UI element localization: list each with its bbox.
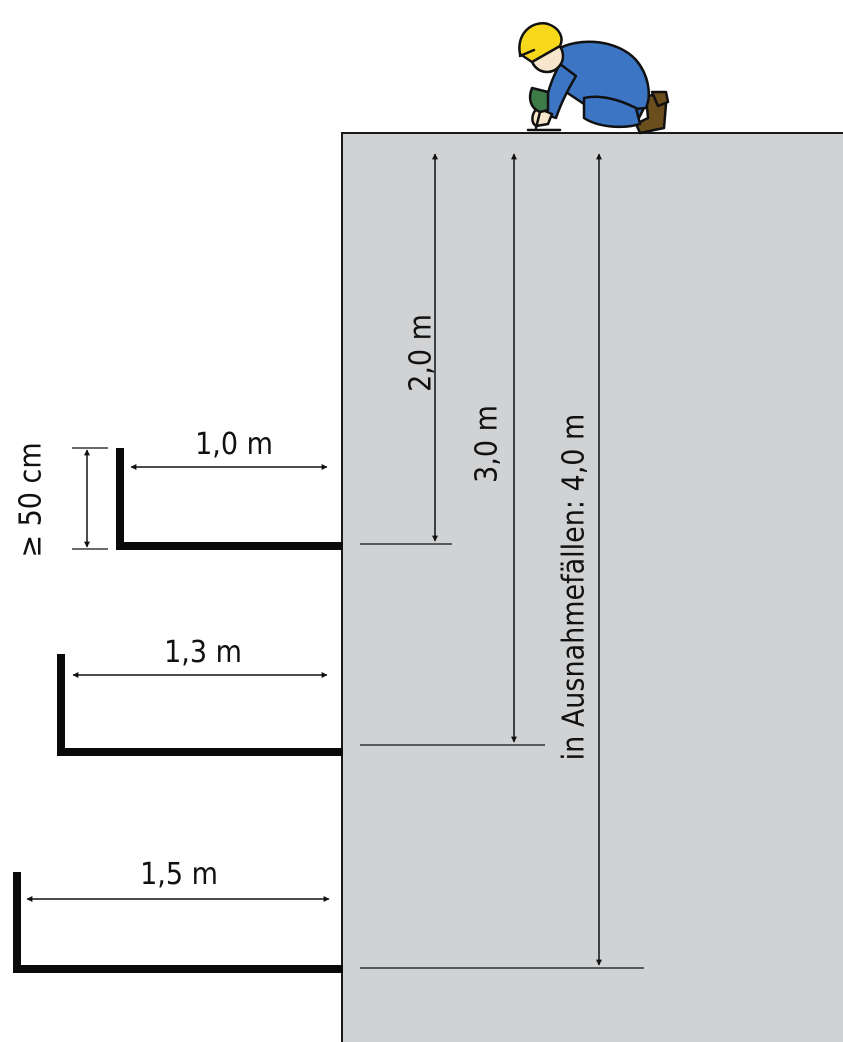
- width-label-3: 1,5 m: [140, 857, 218, 892]
- width-label-1: 1,0 m: [195, 427, 273, 462]
- height-label-4m: in Ausnahmefällen: 4,0 m: [557, 414, 592, 761]
- height-label-2m: 2,0 m: [404, 314, 439, 392]
- catch-platform-3: [13, 872, 343, 973]
- worker-with-drill-icon: [518, 22, 670, 135]
- rail-height-label: ≥ 50 cm: [14, 442, 49, 557]
- catch-platform-2: [57, 654, 343, 756]
- width-label-2: 1,3 m: [164, 635, 242, 670]
- height-label-3m: 3,0 m: [470, 405, 505, 483]
- catch-platform-1: [116, 448, 343, 550]
- building-wall: [341, 132, 843, 1042]
